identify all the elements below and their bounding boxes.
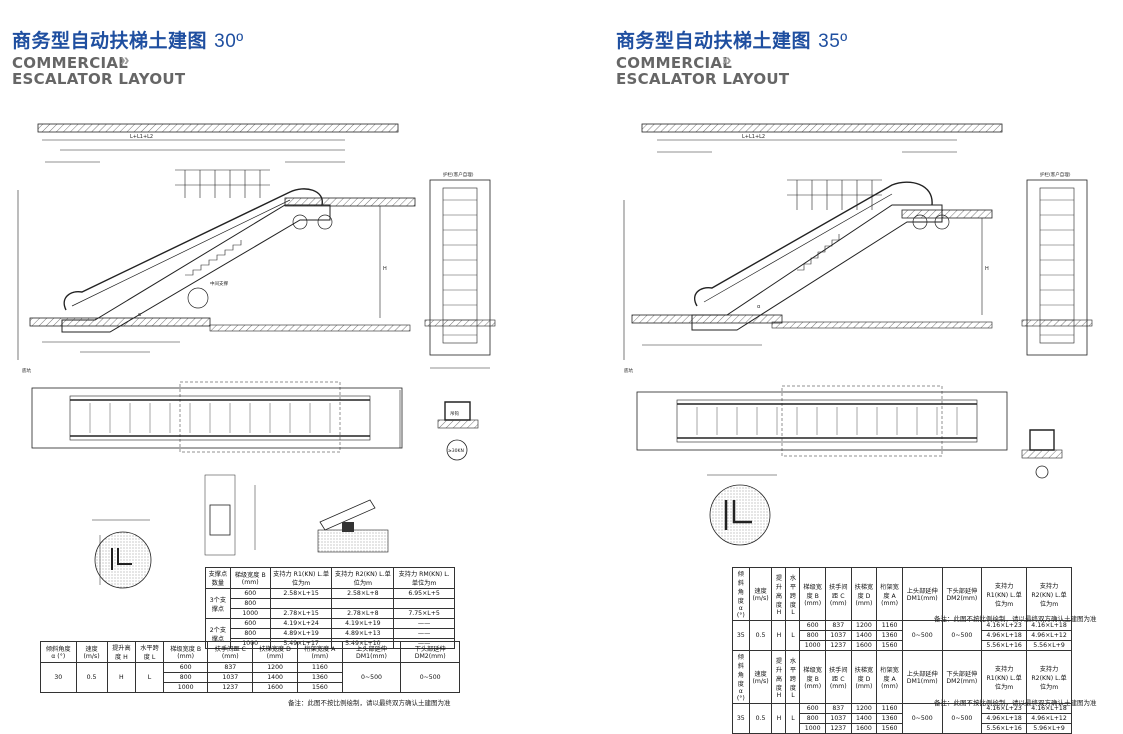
right-panel: 商务型自动扶梯土建图 35º COMMERCIAL ESCALATOR LAYO… <box>562 0 1123 734</box>
right-top-table: 倾斜角度 α (°) 速度 (m/s) 提升高度 H 水平跨度 L 梯级宽度 B… <box>732 567 1072 651</box>
plan-view <box>31 387 403 449</box>
right-note-top: 备注：此图不按比例绘制，请以最终双方确认土建图为准 <box>934 615 1097 623</box>
left-main-table: 倾斜角度 α (°) 速度 (m/s) 提升高度 H 水平跨度 L 梯级宽度 B… <box>40 641 460 693</box>
dim-h-text: H <box>383 266 387 272</box>
left-title-en-2: ESCALATOR LAYOUT <box>12 70 186 88</box>
svg-text:α: α <box>138 312 142 318</box>
svg-text:吊钩: 吊钩 <box>450 410 459 417</box>
svg-text:底坑: 底坑 <box>624 367 633 374</box>
dim-l-text: L+L1+L2 <box>130 134 153 140</box>
right-title-en-2: ESCALATOR LAYOUT <box>616 70 790 88</box>
svg-text:≥30KN: ≥30KN <box>448 448 464 454</box>
front-elevation <box>429 179 491 356</box>
right-title-en-1: COMMERCIAL <box>616 54 733 72</box>
svg-text:护栏(客户自理): 护栏(客户自理) <box>1040 171 1071 178</box>
chevron-icon: » <box>722 50 732 69</box>
right-escalator-elevation: L+L1+L2 H α 底坑 <box>623 123 1093 479</box>
lower-floor <box>29 317 211 327</box>
left-note: 备注：此图不按比例绘制，请以最终双方确认土建图为准 <box>288 699 451 707</box>
middle-support <box>187 287 209 309</box>
svg-text:底坑: 底坑 <box>22 367 31 374</box>
right-bottom-table: 倾斜角度 α (°) 速度 (m/s) 提升高度 H 水平跨度 L 梯级宽度 B… <box>732 650 1072 734</box>
left-support-table: 支撑点数量 梯级宽度 B (mm) 支持力 R1(KN) L.单位为m 支持力 … <box>205 567 455 649</box>
svg-text:H: H <box>985 266 989 272</box>
left-title: 商务型自动扶梯土建图 30º <box>12 30 244 52</box>
right-title: 商务型自动扶梯土建图 35º <box>616 30 848 52</box>
svg-text:护栏(客户自理): 护栏(客户自理) <box>443 171 474 178</box>
left-detail-drawings <box>92 474 389 589</box>
chevron-icon: » <box>120 50 130 69</box>
left-panel: 商务型自动扶梯土建图 30º COMMERCIAL ESCALATOR LAYO… <box>0 0 561 726</box>
upper-floor <box>284 197 416 207</box>
left-escalator-elevation: L+L1+L2 中间支撑 H α <box>17 123 496 461</box>
detail-circle <box>94 531 152 589</box>
right-note-bottom: 备注：此图不按比例绘制，请以最终双方确认土建图为准 <box>934 699 1097 707</box>
svg-text:中间支撑: 中间支撑 <box>210 280 228 287</box>
ceiling-slab <box>37 123 399 133</box>
left-title-en-1: COMMERCIAL <box>12 54 129 72</box>
ceiling-hook <box>444 401 471 421</box>
right-detail-drawings <box>707 474 777 546</box>
svg-text:L+L1+L2: L+L1+L2 <box>742 134 765 140</box>
svg-text:α: α <box>757 304 761 310</box>
